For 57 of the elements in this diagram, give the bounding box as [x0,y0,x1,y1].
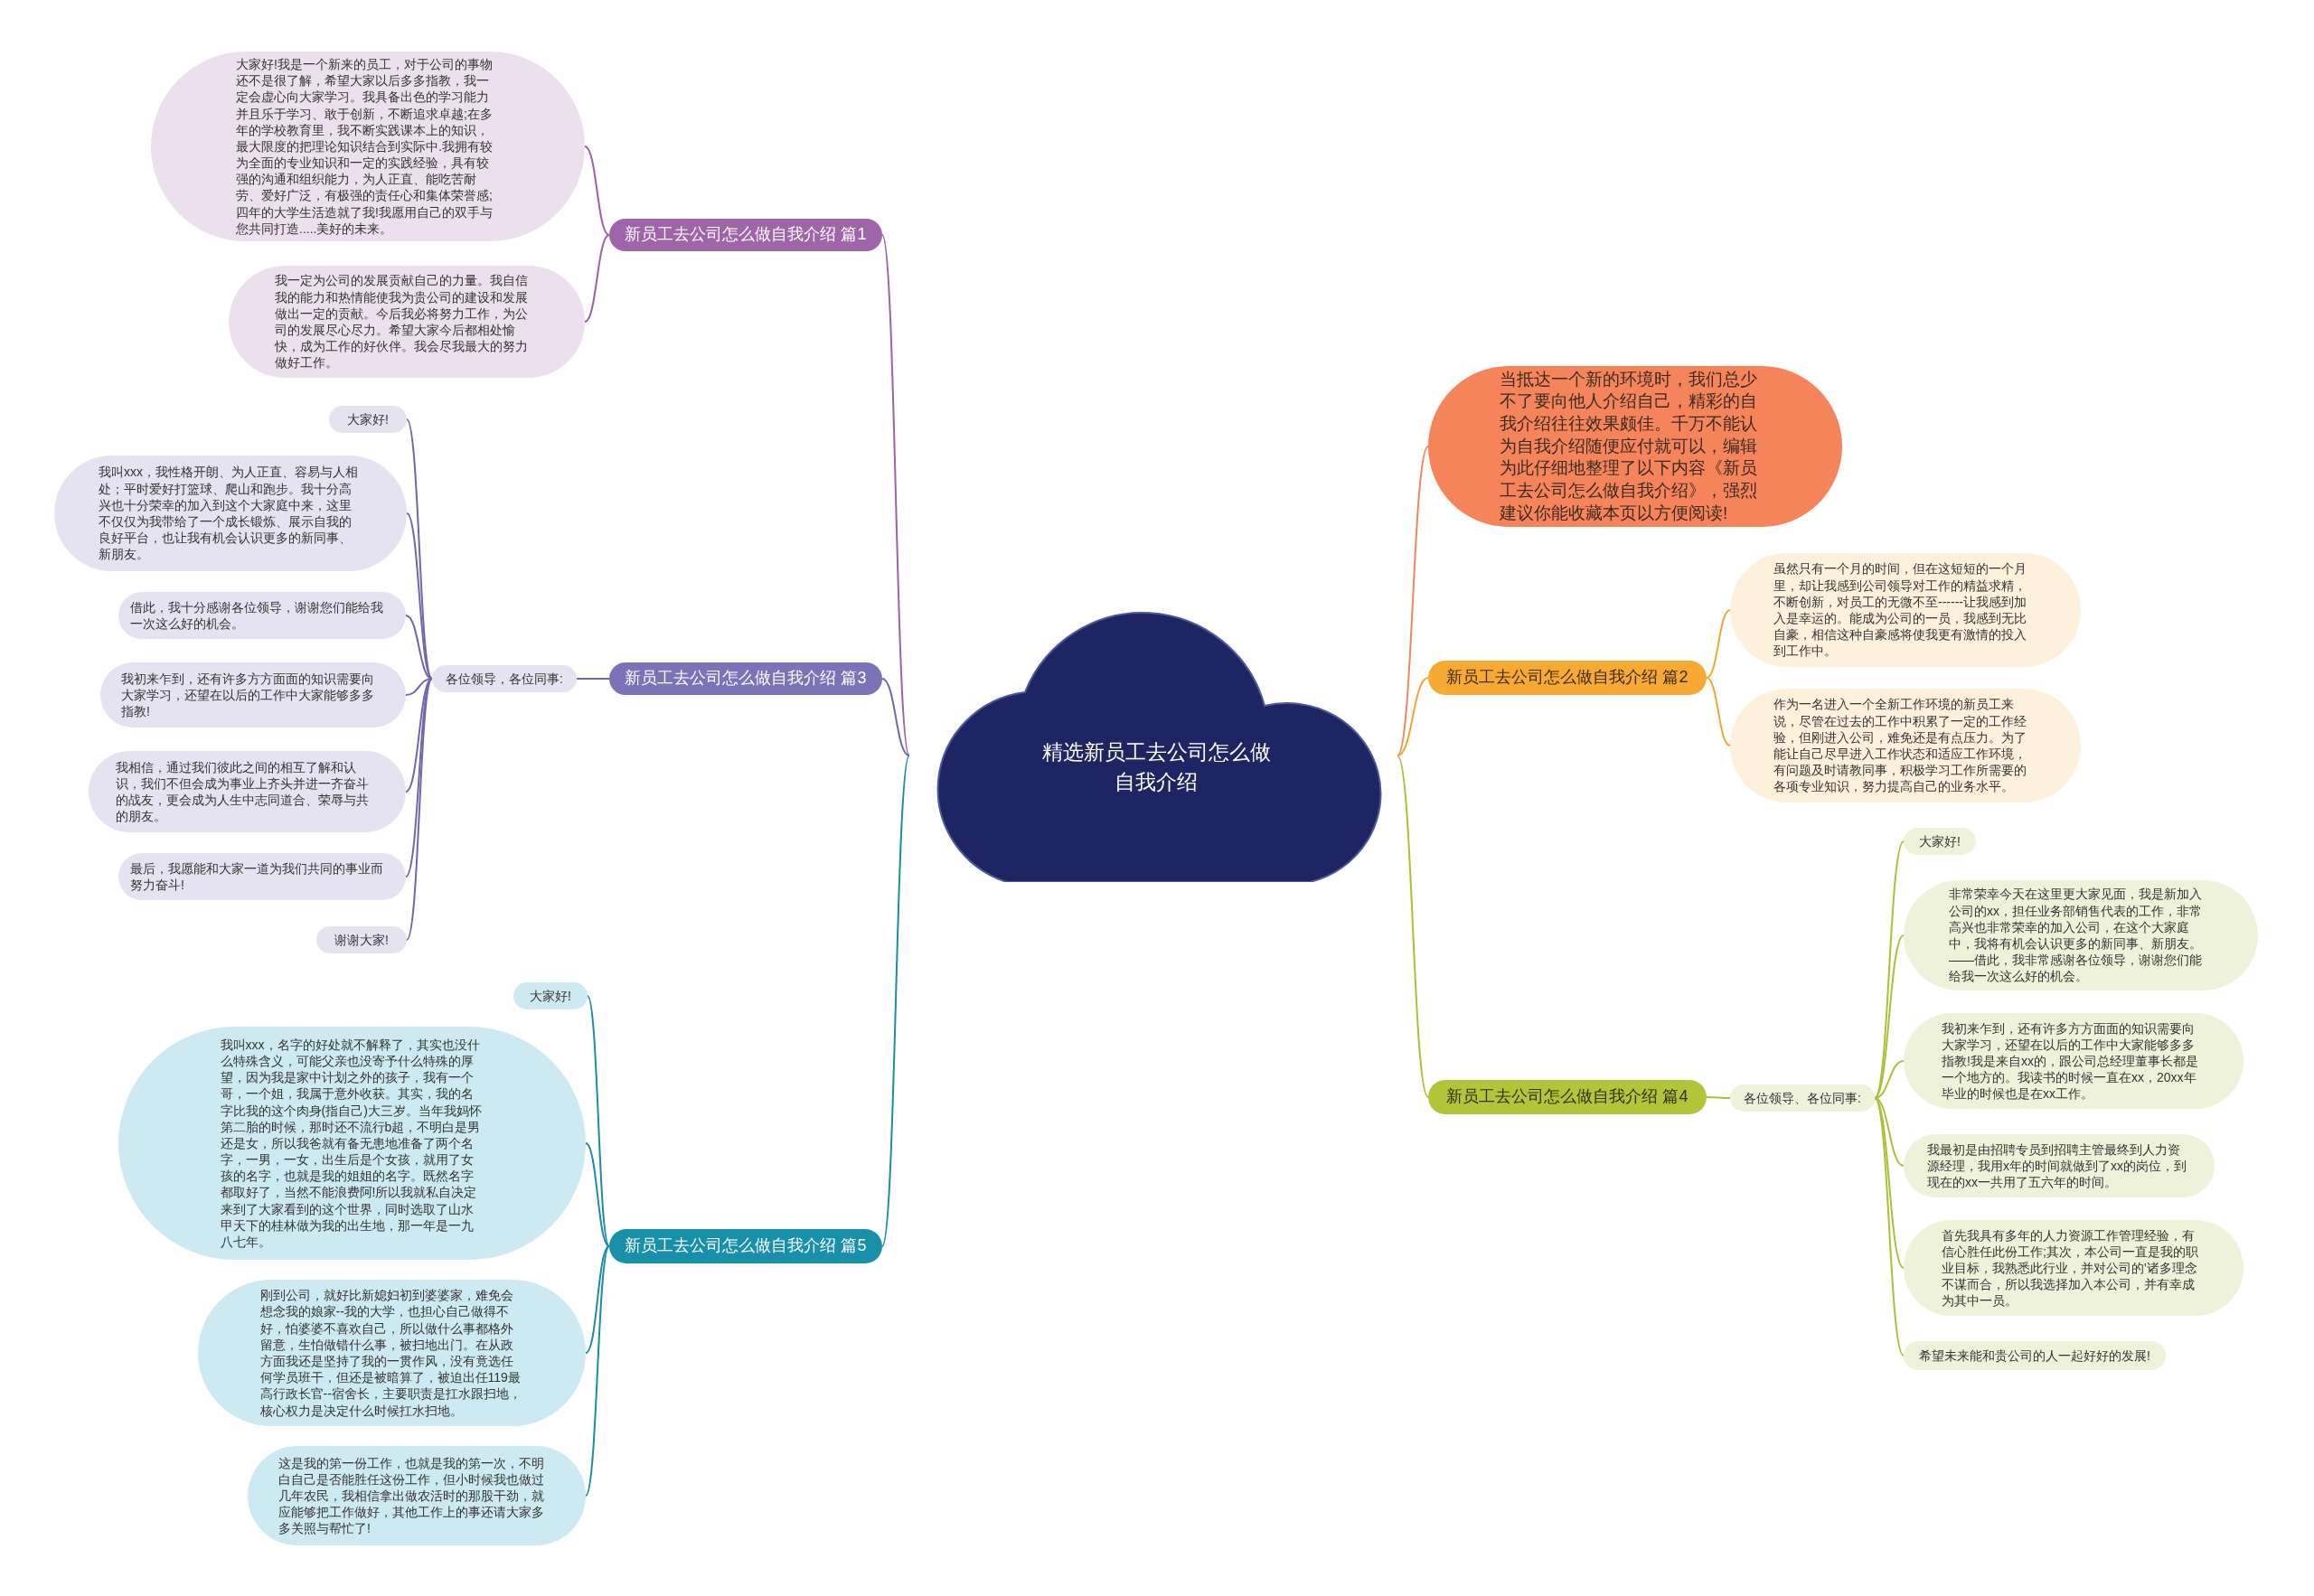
branch-topic: 新员工去公司怎么做自我介绍 篇1 [609,219,882,251]
connector-line [1874,1097,1905,1269]
text-bubble: 这是我的第一份工作，也就是我的第一次，不明白自己是否能胜任这份工作，但小时候我也做过几年农民，我相信拿出做农活时的那股干劲，就应能够把工作做好，其他工作上的事还请大家多多关照与帮忙了! [248,1446,586,1545]
branch-topic: 新员工去公司怎么做自我介绍 篇4 [1428,1080,1707,1114]
text-bubble: 我初来乍到，还有许多方方面面的知识需要向大家学习，还望在以后的工作中大家能够多多指教! [100,662,406,728]
text-bubble: 大家好!我是一个新来的员工，对于公司的事物还不是很了解，希望大家以后多多指教，我一定会虚心向大家学习。我具备出色的学习能力并且乐于学习、敢于创新，不断追求卓越;在多年的学校教育里，我不断实践课本上的知识，最大限度的把理论知识结合到实际中.我拥有较为全面的专业知识和一定的实践经验，具有较强的沟通和组织能力，为人正直、能吃苦耐劳、爱好广泛，有极强的责任心和集体荣誉感;四年的大学生活造就了我!我愿用自己的双手与您共同打造.....美好的未来。 [151,52,585,241]
branch-topic: 新员工去公司怎么做自我介绍 篇5 [609,1229,882,1263]
text-bubble: 我一定为公司的发展贡献自己的力量。我自信我的能力和热情能使我为贵公司的建设和发展做出一定的贡献。今后我必将努力工作，为公司的发展尽心尽力。希望大家今后都相处愉快，成为工作的好伙伴。我会尽我最大的努力做好工作。 [229,266,585,378]
text-bubble: 大家好! [329,406,407,433]
connector-line [1706,609,1731,679]
connector-line [1874,1097,1905,1357]
connector-line [1397,755,1429,1098]
connector-line [406,678,433,941]
text-bubble: 我最初是由招聘专员到招聘主管最终到人力资源经理，我用x年的时间就做到了xx的岗位，到现在的xx一共用了五六年的时间。 [1904,1134,2215,1197]
connector-line [405,678,433,878]
branch-topic: 新员工去公司怎么做自我介绍 篇2 [1428,661,1707,695]
central-topic: 精选新员工去公司怎么做自我介绍 [1040,739,1272,795]
connector-line [585,1245,610,1354]
topic-bubble: 当抵达一个新的环境时，我们总少不了要向他人介绍自己，精彩的自我介绍往往效果颇佳。千万不能认为自我介绍随便应付就可以，编辑为此仔细地整理了以下内容《新员工去公司怎么做自我介绍》，强烈建议你能收藏本页以方便阅读! [1428,366,1842,527]
text-bubble: 虽然只有一个月的时间，但在这短短的一个月里，却让我感到公司领导对工作的精益求精，不断创新，对员工的无微不至------让我感到加入是幸运的。能成为公司的一员，我感到无比自豪，相信这种自豪感将使我更有激情的投入到工作中。 [1730,553,2081,667]
text-bubble: 最后，我愿能和大家一道为我们共同的事业而努力奋斗! [118,853,406,900]
connector-line [585,1245,610,1497]
text-bubble: 谢谢大家! [316,926,407,953]
text-bubble: 首先我具有多年的人力资源工作管理经验，有信心胜任此份工作;其次，本公司一直是我的职业目标，我熟悉此行业，并对公司的'诸多理念不谋而合，所以我选择加入本公司，并有幸成为其中一员。 [1904,1220,2243,1316]
text-bubble: 大家好! [513,982,588,1009]
connector-line [405,678,433,696]
connector-line [576,678,610,680]
connector-line [406,512,433,680]
text-bubble: 我叫xxx，名字的好处就不解释了，其实也没什么特殊含义，可能父亲也没寄予什么特殊的厚望，因为我是家中计划之外的孩子，我有一个哥，一个姐，我属于意外收获。其实，我的名字比我的这个肉身(指自己)大三岁。当年我妈怀第二胎的时候，那时还不流行b超，不明白是男还是女，所以我爸就有备无患地准备了两个名字，一男，一女，出生后是个女孩，就用了女孩的名字，也就是我的姐姐的名字。既然名字都取好了，当然不能浪费阿!所以我就私自决定来到了大家看到的这个世界，同时选取了山水甲天下的桂林做为我的出生地，那一年是一九八七年。 [118,1027,586,1260]
connector-line [881,234,910,756]
connector-line [1706,1096,1731,1099]
connector-line [405,615,433,680]
connector-line [1874,1060,1905,1099]
text-bubble: 各位领导，各位同事: [432,665,577,692]
connector-line [405,678,433,793]
connector-line [406,418,433,680]
connector-line [1874,934,1905,1099]
text-bubble: 我初来乍到，还有许多方方面面的知识需要向大家学习，还望在以后的工作中大家能够多多指教!我是来自xx的，跟公司总经理董事长都是一个地方的。我读书的时候一直在xx，20xx年毕业的时候也是在xx工作。 [1904,1013,2243,1109]
text-bubble: 大家好! [1904,828,1976,855]
connector-line [881,755,910,1247]
text-bubble: 刚到公司，就好比新媳妇初到婆婆家，难免会想念我的娘家--我的大学，也担心自己做得不好，怕婆婆不喜欢自己，所以做什么事都格外留意，生怕做错什么事，被扫地出门。在从政方面我还是坚持了我的一贯作风，没有竟选任何学员班干，但还是被暗算了，被迫出任119最高行政长官--宿舍长，主要职责是扛水跟扫地，核心权力是决定什么时候扛水扫地。 [198,1280,586,1426]
text-bubble: 希望未来能和贵公司的人一起好好的发展! [1904,1341,2166,1370]
connector-line [1706,677,1731,746]
text-bubble: 我叫xxx，我性格开朗、为人正直、容易与人相处；平时爱好打篮球、爬山和跑步。我十分高兴也十分荣幸的加入到这个大家庭中来，这里不仅仅为我带给了一个成长锻炼、展示自我的良好平台，也让我有机会认识更多的新同事、新朋友。 [54,455,407,571]
connector-line [585,1142,610,1247]
text-bubble: 非常荣幸今天在这里更大家见面，我是新加入公司的xx，担任业务部销售代表的工作，非常高兴也非常荣幸的加入公司，在这个大家庭中，我将有机会认识更多的新同事、新朋友。——借此，我非常感谢各位领导，谢谢您们能给我一次这么好的机会。 [1904,880,2258,990]
text-bubble: 我相信，通过我们彼此之间的相互了解和认识，我们不但会成为事业上齐头并进一齐奋斗的战友，更会成为人生中志同道合、荣辱与共的朋友。 [89,751,406,832]
text-bubble: 作为一名进入一个全新工作环境的新员工来说，尽管在过去的工作中积累了一定的工作经验，但刚进入公司，难免还是有点压力。为了能让自己尽早进入工作状态和适应工作环境，有问题及时请教同事，积极学习工作所需要的各项专业知识，努力提高自己的业务水平。 [1730,689,2081,803]
branch-topic: 新员工去公司怎么做自我介绍 篇3 [609,662,882,695]
connector-line [1397,446,1429,756]
connector-line [1397,677,1429,756]
connector-line [881,678,910,756]
connector-line [587,995,610,1247]
text-bubble: 借此，我十分感谢各位领导，谢谢您们能给我一次这么好的机会。 [118,592,406,639]
connector-line [584,234,610,323]
connector-line [584,146,610,236]
text-bubble: 各位领导、各位同事: [1730,1084,1875,1112]
